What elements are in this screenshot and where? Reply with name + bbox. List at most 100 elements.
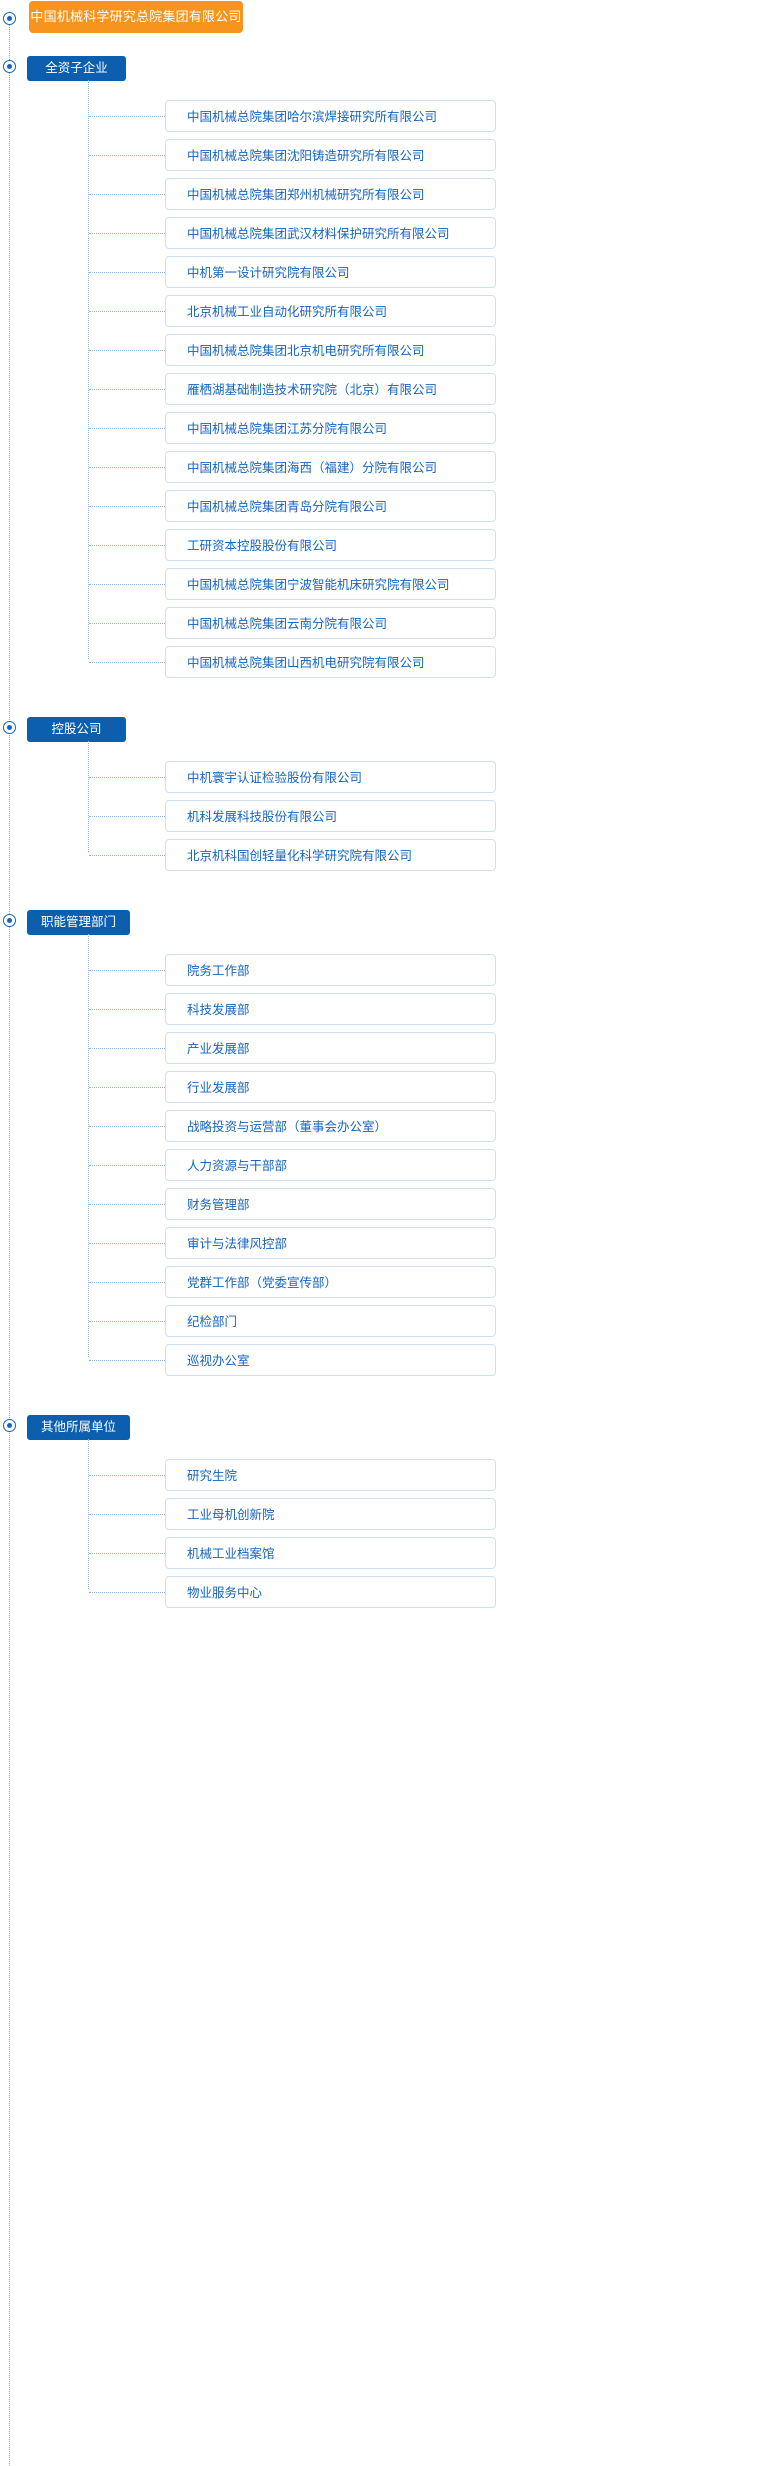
group-branch-line bbox=[88, 934, 89, 1357]
org-item-box[interactable]: 科技发展部 bbox=[165, 993, 496, 1025]
group: 全资子企业中国机械总院集团哈尔滨焊接研究所有限公司中国机械总院集团沈阳铸造研究所… bbox=[0, 48, 779, 682]
org-item[interactable]: 中国机械总院集团江苏分院有限公司 bbox=[0, 409, 779, 448]
item-connector-line bbox=[89, 545, 165, 546]
org-item[interactable]: 中国机械总院集团山西机电研究院有限公司 bbox=[0, 643, 779, 682]
org-item[interactable]: 中国机械总院集团武汉材料保护研究所有限公司 bbox=[0, 214, 779, 253]
org-item[interactable]: 中国机械总院集团郑州机械研究所有限公司 bbox=[0, 175, 779, 214]
org-item-box[interactable]: 雁栖湖基础制造技术研究院（北京）有限公司 bbox=[165, 373, 496, 405]
org-item-label: 巡视办公室 bbox=[187, 1354, 250, 1368]
org-item-box[interactable]: 中机第一设计研究院有限公司 bbox=[165, 256, 496, 288]
org-item-box[interactable]: 物业服务中心 bbox=[165, 1576, 496, 1608]
org-item-box[interactable]: 中国机械总院集团海西（福建）分院有限公司 bbox=[165, 451, 496, 483]
org-item[interactable]: 中国机械总院集团哈尔滨焊接研究所有限公司 bbox=[0, 97, 779, 136]
org-item[interactable]: 科技发展部 bbox=[0, 990, 779, 1029]
org-item-box[interactable]: 战略投资与运营部（董事会办公室） bbox=[165, 1110, 496, 1142]
org-item[interactable]: 中国机械总院集团海西（福建）分院有限公司 bbox=[0, 448, 779, 487]
org-item[interactable]: 研究生院 bbox=[0, 1456, 779, 1495]
org-item-box[interactable]: 中国机械总院集团北京机电研究所有限公司 bbox=[165, 334, 496, 366]
org-item-label: 中国机械总院集团山西机电研究院有限公司 bbox=[187, 656, 425, 670]
item-connector-line bbox=[89, 1282, 165, 1283]
org-item-box[interactable]: 党群工作部（党委宣传部） bbox=[165, 1266, 496, 1298]
org-item-box[interactable]: 北京机科国创轻量化科学研究院有限公司 bbox=[165, 839, 496, 871]
org-item[interactable]: 人力资源与干部部 bbox=[0, 1146, 779, 1185]
org-item-box[interactable]: 中国机械总院集团宁波智能机床研究院有限公司 bbox=[165, 568, 496, 600]
group-label[interactable]: 全资子企业 bbox=[27, 56, 126, 81]
org-item-label: 雁栖湖基础制造技术研究院（北京）有限公司 bbox=[187, 383, 438, 397]
root-node[interactable]: 中国机械科学研究总院集团有限公司 bbox=[29, 1, 243, 33]
org-item-box[interactable]: 人力资源与干部部 bbox=[165, 1149, 496, 1181]
item-connector-line bbox=[89, 1126, 165, 1127]
org-item-box[interactable]: 中国机械总院集团山西机电研究院有限公司 bbox=[165, 646, 496, 678]
org-item-box[interactable]: 中国机械总院集团青岛分院有限公司 bbox=[165, 490, 496, 522]
group-label[interactable]: 职能管理部门 bbox=[27, 910, 131, 935]
item-connector-line bbox=[89, 389, 165, 390]
org-item-box[interactable]: 机械工业档案馆 bbox=[165, 1537, 496, 1569]
org-item-box[interactable]: 纪检部门 bbox=[165, 1305, 496, 1337]
org-item-box[interactable]: 中国机械总院集团武汉材料保护研究所有限公司 bbox=[165, 217, 496, 249]
org-item-box[interactable]: 中国机械总院集团江苏分院有限公司 bbox=[165, 412, 496, 444]
item-connector-line bbox=[89, 194, 165, 195]
org-item-box[interactable]: 院务工作部 bbox=[165, 954, 496, 986]
org-item[interactable]: 北京机械工业自动化研究所有限公司 bbox=[0, 292, 779, 331]
org-item-box[interactable]: 中国机械总院集团沈阳铸造研究所有限公司 bbox=[165, 139, 496, 171]
org-item-label: 中国机械总院集团沈阳铸造研究所有限公司 bbox=[187, 149, 425, 163]
org-item-box[interactable]: 北京机械工业自动化研究所有限公司 bbox=[165, 295, 496, 327]
item-connector-line bbox=[89, 1514, 165, 1515]
group-label[interactable]: 控股公司 bbox=[27, 717, 126, 742]
org-item[interactable]: 雁栖湖基础制造技术研究院（北京）有限公司 bbox=[0, 370, 779, 409]
group-spine-dot-icon bbox=[3, 60, 16, 73]
org-item[interactable]: 产业发展部 bbox=[0, 1029, 779, 1068]
org-item-box[interactable]: 财务管理部 bbox=[165, 1188, 496, 1220]
group-label[interactable]: 其他所属单位 bbox=[27, 1415, 131, 1440]
org-item[interactable]: 工业母机创新院 bbox=[0, 1495, 779, 1534]
org-item[interactable]: 巡视办公室 bbox=[0, 1341, 779, 1380]
org-item-box[interactable]: 工研资本控股股份有限公司 bbox=[165, 529, 496, 561]
group-spacer bbox=[0, 1380, 779, 1407]
org-item[interactable]: 北京机科国创轻量化科学研究院有限公司 bbox=[0, 836, 779, 875]
org-item-box[interactable]: 中国机械总院集团郑州机械研究所有限公司 bbox=[165, 178, 496, 210]
org-item-label: 产业发展部 bbox=[187, 1042, 250, 1056]
org-item[interactable]: 纪检部门 bbox=[0, 1302, 779, 1341]
group-children: 中机寰宇认证检验股份有限公司机科发展科技股份有限公司北京机科国创轻量化科学研究院… bbox=[0, 741, 779, 875]
item-connector-line bbox=[89, 155, 165, 156]
org-item-box[interactable]: 工业母机创新院 bbox=[165, 1498, 496, 1530]
org-item[interactable]: 审计与法律风控部 bbox=[0, 1224, 779, 1263]
org-item-label: 物业服务中心 bbox=[187, 1586, 263, 1600]
org-item[interactable]: 中国机械总院集团青岛分院有限公司 bbox=[0, 487, 779, 526]
group-header: 职能管理部门 bbox=[0, 902, 779, 948]
org-item[interactable]: 机科发展科技股份有限公司 bbox=[0, 797, 779, 836]
item-connector-line bbox=[89, 311, 165, 312]
org-item-label: 纪检部门 bbox=[187, 1315, 238, 1329]
org-item[interactable]: 战略投资与运营部（董事会办公室） bbox=[0, 1107, 779, 1146]
org-item-box[interactable]: 审计与法律风控部 bbox=[165, 1227, 496, 1259]
group-branch-line bbox=[88, 1439, 89, 1589]
org-item[interactable]: 中国机械总院集团云南分院有限公司 bbox=[0, 604, 779, 643]
group-spacer bbox=[0, 875, 779, 902]
org-item-box[interactable]: 机科发展科技股份有限公司 bbox=[165, 800, 496, 832]
org-item[interactable]: 中国机械总院集团北京机电研究所有限公司 bbox=[0, 331, 779, 370]
org-item[interactable]: 工研资本控股股份有限公司 bbox=[0, 526, 779, 565]
org-item[interactable]: 院务工作部 bbox=[0, 951, 779, 990]
org-item[interactable]: 中机第一设计研究院有限公司 bbox=[0, 253, 779, 292]
org-item-label: 中国机械总院集团宁波智能机床研究院有限公司 bbox=[187, 578, 450, 592]
group-header: 全资子企业 bbox=[0, 48, 779, 94]
org-item-box[interactable]: 中国机械总院集团哈尔滨焊接研究所有限公司 bbox=[165, 100, 496, 132]
org-item-box[interactable]: 中国机械总院集团云南分院有限公司 bbox=[165, 607, 496, 639]
org-item[interactable]: 中国机械总院集团宁波智能机床研究院有限公司 bbox=[0, 565, 779, 604]
group-spine-dot-icon bbox=[3, 1419, 16, 1432]
org-item[interactable]: 中国机械总院集团沈阳铸造研究所有限公司 bbox=[0, 136, 779, 175]
org-item-label: 中国机械总院集团哈尔滨焊接研究所有限公司 bbox=[187, 110, 438, 124]
org-item-box[interactable]: 行业发展部 bbox=[165, 1071, 496, 1103]
org-item-box[interactable]: 研究生院 bbox=[165, 1459, 496, 1491]
item-connector-line bbox=[89, 623, 165, 624]
org-item-box[interactable]: 中机寰宇认证检验股份有限公司 bbox=[165, 761, 496, 793]
org-item[interactable]: 机械工业档案馆 bbox=[0, 1534, 779, 1573]
org-item-box[interactable]: 产业发展部 bbox=[165, 1032, 496, 1064]
org-item[interactable]: 党群工作部（党委宣传部） bbox=[0, 1263, 779, 1302]
org-item[interactable]: 行业发展部 bbox=[0, 1068, 779, 1107]
org-item[interactable]: 中机寰宇认证检验股份有限公司 bbox=[0, 758, 779, 797]
org-item[interactable]: 物业服务中心 bbox=[0, 1573, 779, 1612]
org-item[interactable]: 财务管理部 bbox=[0, 1185, 779, 1224]
org-item-label: 中机寰宇认证检验股份有限公司 bbox=[187, 771, 363, 785]
org-item-box[interactable]: 巡视办公室 bbox=[165, 1344, 496, 1376]
